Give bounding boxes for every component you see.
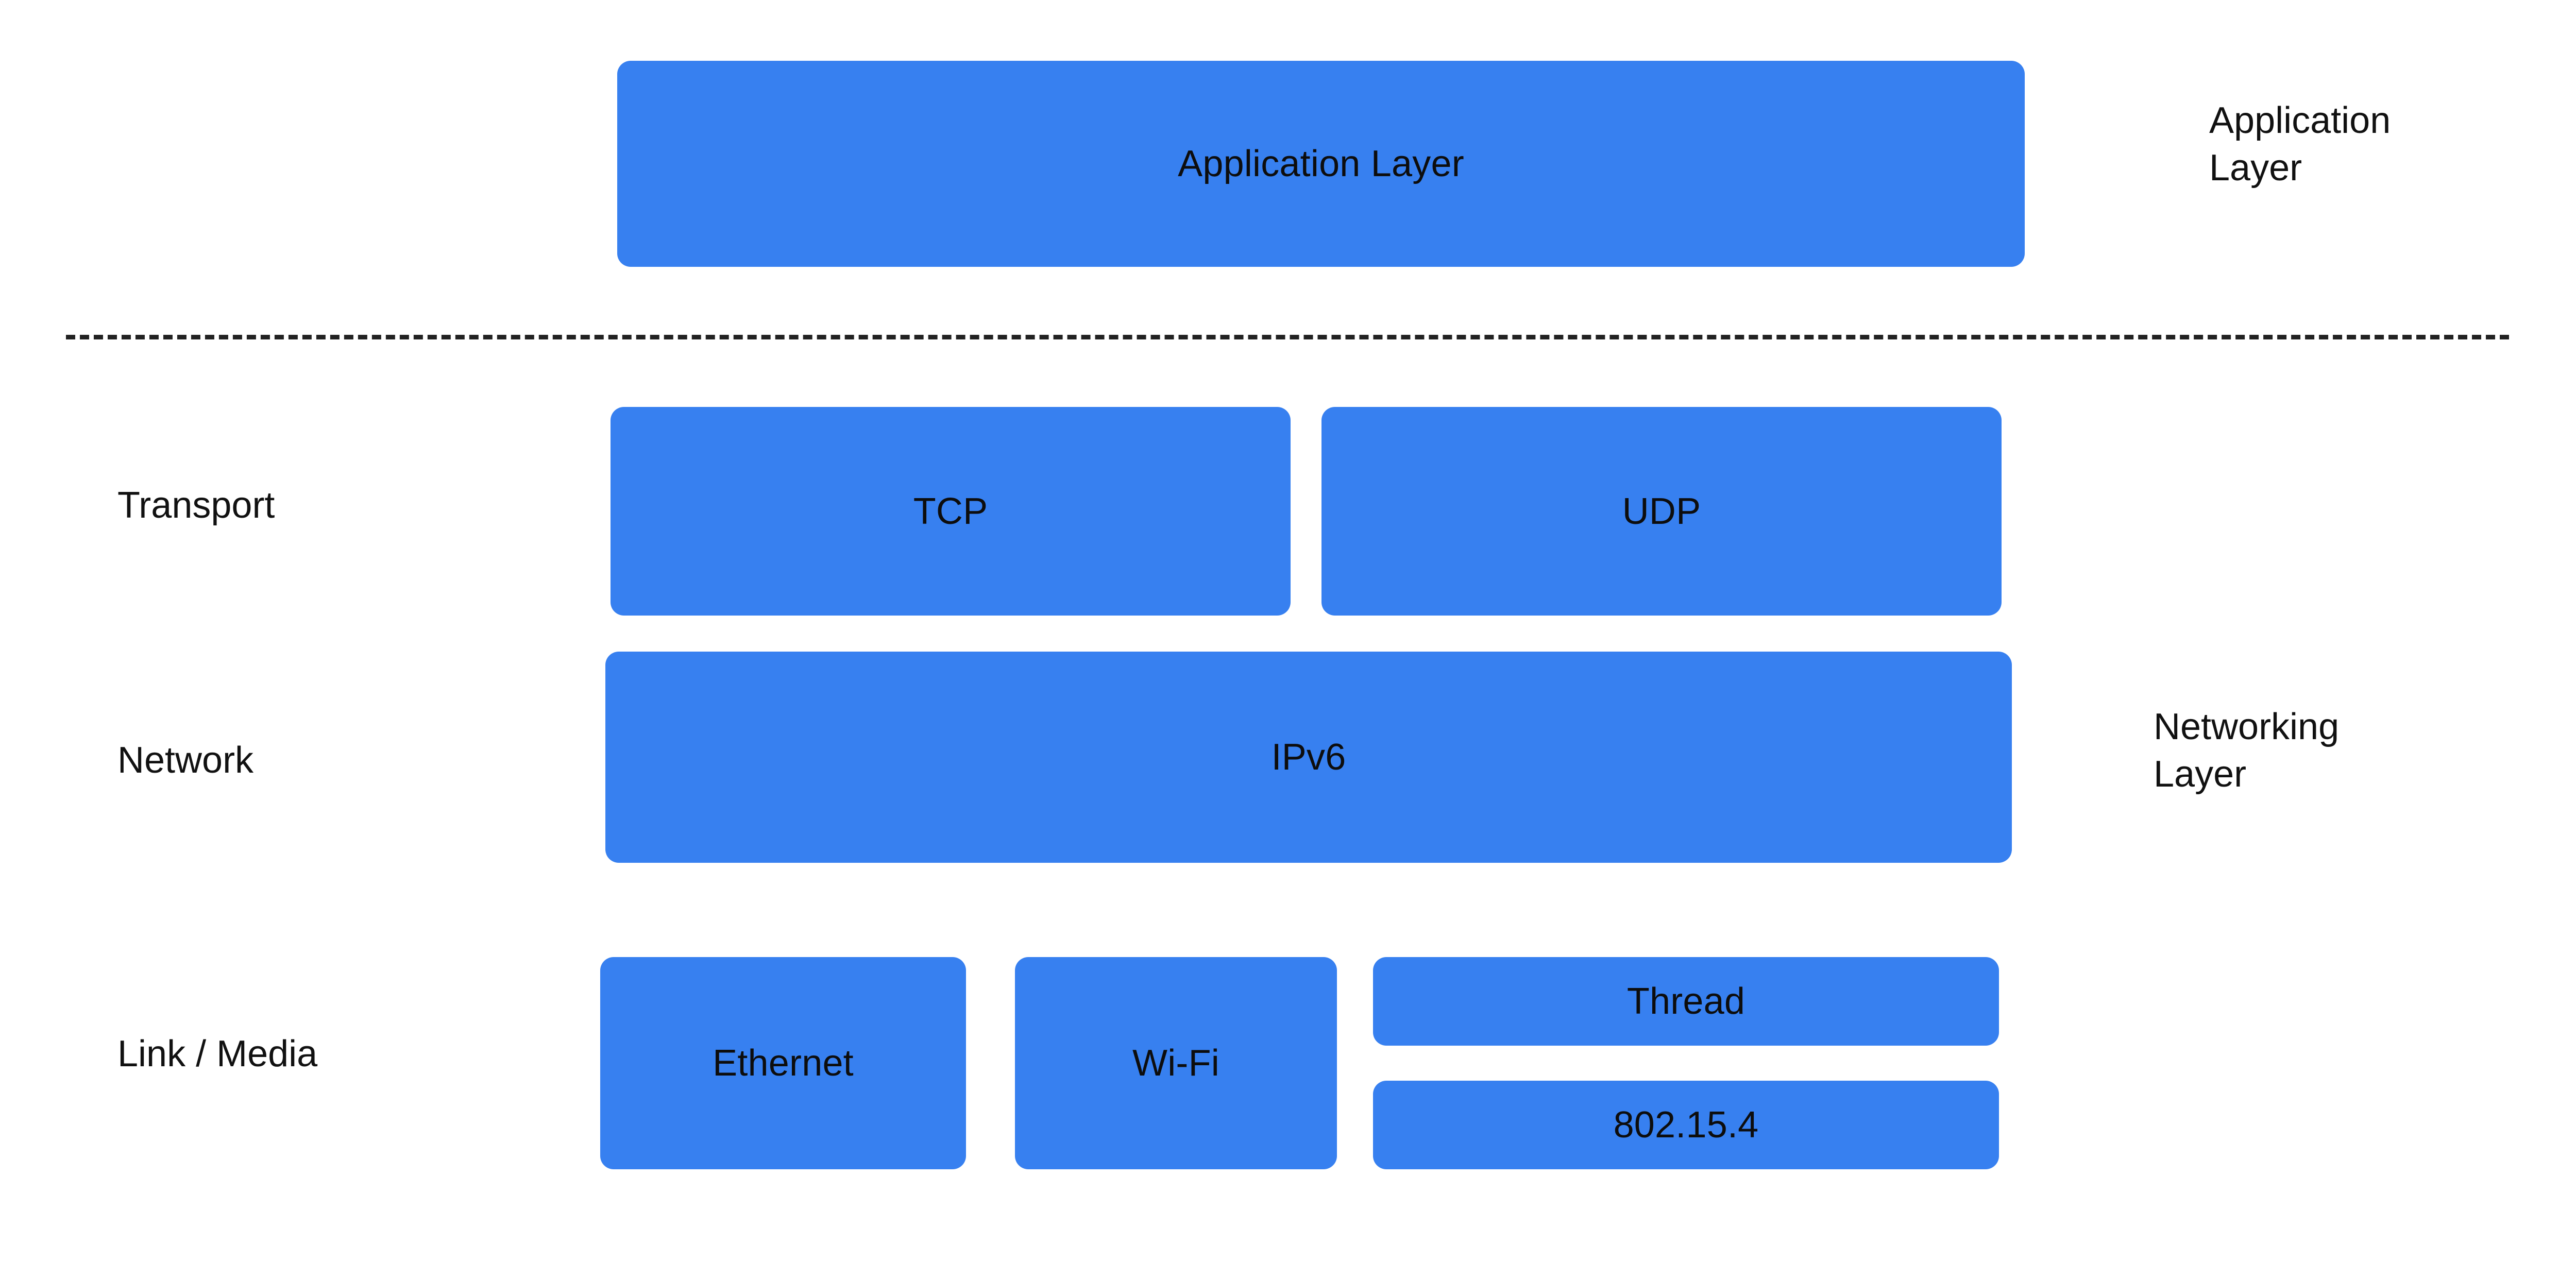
box-ipv6[interactable]: IPv6 (605, 652, 2012, 863)
layer-divider (66, 335, 2509, 339)
box-label-application-layer: Application Layer (1178, 143, 1464, 184)
box-ethernet[interactable]: Ethernet (600, 957, 966, 1169)
group-label-application-layer: Application Layer (2209, 100, 2391, 189)
box-label-udp: UDP (1622, 490, 1701, 532)
box-wifi[interactable]: Wi-Fi (1015, 957, 1337, 1169)
row-label-network: Network (117, 740, 254, 781)
box-tcp[interactable]: TCP (611, 407, 1291, 616)
row-label-link-media: Link / Media (117, 1033, 318, 1075)
box-thread[interactable]: Thread (1373, 957, 1999, 1046)
box-label-thread: Thread (1626, 981, 1745, 1022)
box-udp[interactable]: UDP (1321, 407, 2002, 616)
box-label-tcp: TCP (913, 490, 988, 532)
box-label-ipv6: IPv6 (1271, 737, 1346, 778)
row-label-transport: Transport (117, 485, 275, 526)
box-label-wifi: Wi-Fi (1132, 1043, 1219, 1084)
group-label-networking-layer: Networking Layer (2154, 706, 2340, 795)
box-application-layer[interactable]: Application Layer (617, 61, 2025, 267)
box-label-802-15-4: 802.15.4 (1613, 1104, 1759, 1146)
box-802-15-4[interactable]: 802.15.4 (1373, 1081, 1999, 1169)
box-label-ethernet: Ethernet (713, 1043, 854, 1084)
